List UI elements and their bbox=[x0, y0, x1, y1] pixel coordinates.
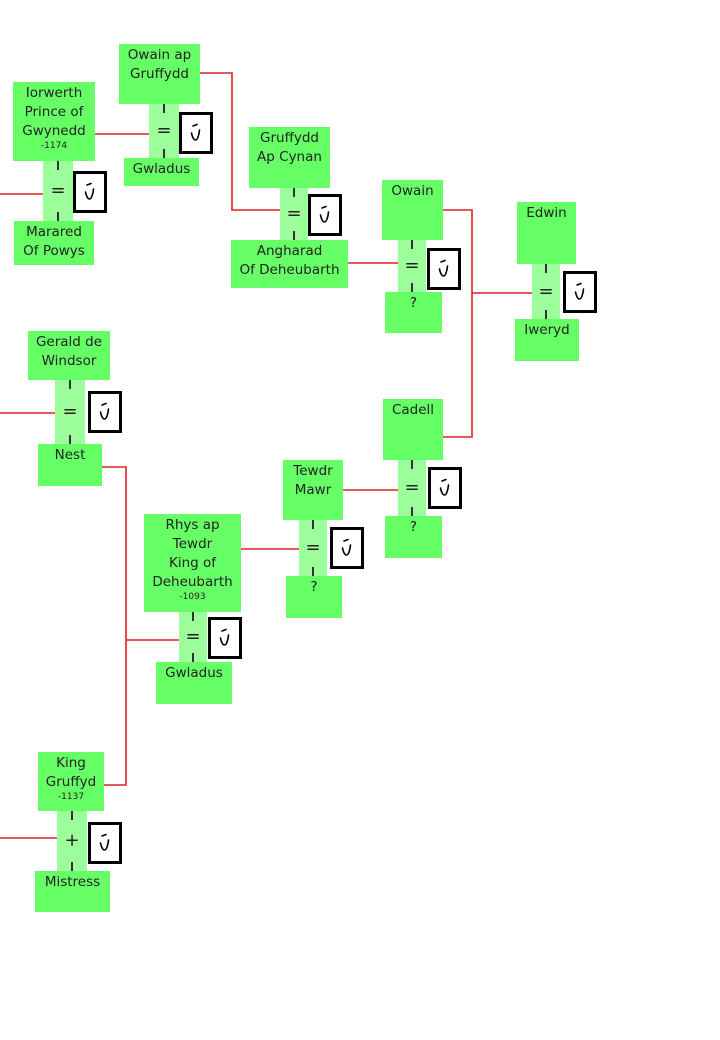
person-name: Cadell bbox=[391, 402, 435, 418]
info-icon[interactable] bbox=[208, 617, 242, 659]
union-link: = bbox=[55, 380, 85, 444]
person-box[interactable]: Owain bbox=[382, 180, 443, 240]
union-symbol: = bbox=[538, 280, 554, 302]
person-name: Iorwerth Prince of Gwynedd bbox=[22, 85, 86, 139]
person-name: Gerald de Windsor bbox=[35, 334, 103, 369]
person-years: -1093 bbox=[179, 592, 206, 602]
union-link: = bbox=[280, 188, 308, 240]
person-box[interactable]: ? bbox=[286, 576, 342, 618]
person-name: Angharad Of Deheubarth bbox=[239, 243, 340, 278]
person-box[interactable]: Angharad Of Deheubarth bbox=[231, 240, 348, 288]
person-box[interactable]: Cadell bbox=[383, 399, 443, 460]
info-icon[interactable] bbox=[88, 391, 122, 433]
union-symbol: = bbox=[156, 120, 172, 141]
person-name: ? bbox=[310, 579, 318, 595]
union-link: + bbox=[57, 811, 87, 871]
info-icon[interactable] bbox=[427, 248, 461, 290]
person-box[interactable]: Nest bbox=[38, 444, 102, 486]
person-name: King Gruffyd bbox=[45, 755, 97, 790]
person-box[interactable]: Iorwerth Prince of Gwynedd -1174 bbox=[13, 82, 95, 161]
person-box[interactable]: Edwin bbox=[517, 202, 576, 264]
union-symbol: = bbox=[62, 401, 78, 422]
union-symbol: = bbox=[305, 537, 321, 558]
info-icon[interactable] bbox=[428, 467, 462, 509]
person-name: ? bbox=[409, 295, 418, 311]
person-name: Rhys ap Tewdr King of Deheubarth bbox=[152, 517, 233, 590]
union-link: = bbox=[149, 104, 179, 158]
person-name: Gwladus bbox=[165, 665, 223, 681]
info-icon[interactable] bbox=[88, 822, 122, 864]
person-box[interactable]: Gwladus bbox=[156, 662, 232, 704]
union-link: = bbox=[43, 161, 73, 221]
info-icon[interactable] bbox=[563, 271, 597, 313]
union-symbol: = bbox=[185, 626, 201, 647]
person-box[interactable]: Mistress bbox=[35, 871, 110, 912]
union-symbol: = bbox=[50, 180, 66, 201]
person-box[interactable]: King Gruffyd -1137 bbox=[38, 752, 104, 811]
person-box[interactable]: Marared Of Powys bbox=[14, 221, 94, 265]
person-name: Nest bbox=[54, 447, 86, 463]
union-link: = bbox=[532, 264, 560, 319]
person-name: Edwin bbox=[526, 205, 567, 221]
person-name: Owain bbox=[391, 183, 434, 199]
person-name: Mistress bbox=[44, 874, 101, 890]
info-icon[interactable] bbox=[73, 171, 107, 213]
person-name: Owain ap Gruffydd bbox=[127, 47, 192, 82]
connector-line bbox=[102, 466, 127, 786]
info-icon[interactable] bbox=[179, 112, 213, 154]
person-name: ? bbox=[409, 519, 418, 535]
person-years: -1137 bbox=[57, 792, 85, 802]
connector-line bbox=[443, 209, 473, 438]
person-box[interactable]: Gerald de Windsor bbox=[28, 331, 110, 380]
union-link: = bbox=[299, 520, 327, 576]
union-symbol: = bbox=[286, 203, 302, 224]
person-box[interactable]: Rhys ap Tewdr King of Deheubarth -1093 bbox=[144, 514, 241, 612]
union-link: = bbox=[179, 612, 207, 662]
person-name: Marared Of Powys bbox=[23, 224, 85, 259]
union-symbol: + bbox=[64, 830, 80, 851]
connector-line bbox=[200, 72, 280, 211]
person-box[interactable]: Gwladus bbox=[124, 158, 199, 186]
person-box[interactable]: Gruffydd Ap Cynan bbox=[249, 127, 330, 188]
person-box[interactable]: Tewdr Mawr bbox=[283, 460, 343, 520]
info-icon[interactable] bbox=[308, 194, 342, 236]
info-icon[interactable] bbox=[330, 527, 364, 569]
person-name: Gruffydd Ap Cynan bbox=[257, 130, 322, 165]
person-box[interactable]: Iweryd bbox=[515, 319, 579, 361]
person-box[interactable]: Owain ap Gruffydd bbox=[119, 44, 200, 104]
person-box[interactable]: ? bbox=[385, 292, 442, 333]
person-box[interactable]: ? bbox=[385, 516, 442, 558]
person-years: -1174 bbox=[40, 141, 68, 151]
union-link: = bbox=[398, 240, 426, 292]
union-symbol: = bbox=[404, 255, 420, 276]
union-link: = bbox=[398, 460, 426, 516]
person-name: Gwladus bbox=[132, 161, 191, 177]
person-name: Tewdr Mawr bbox=[293, 463, 333, 498]
union-symbol: = bbox=[404, 477, 420, 498]
person-name: Iweryd bbox=[524, 322, 570, 338]
